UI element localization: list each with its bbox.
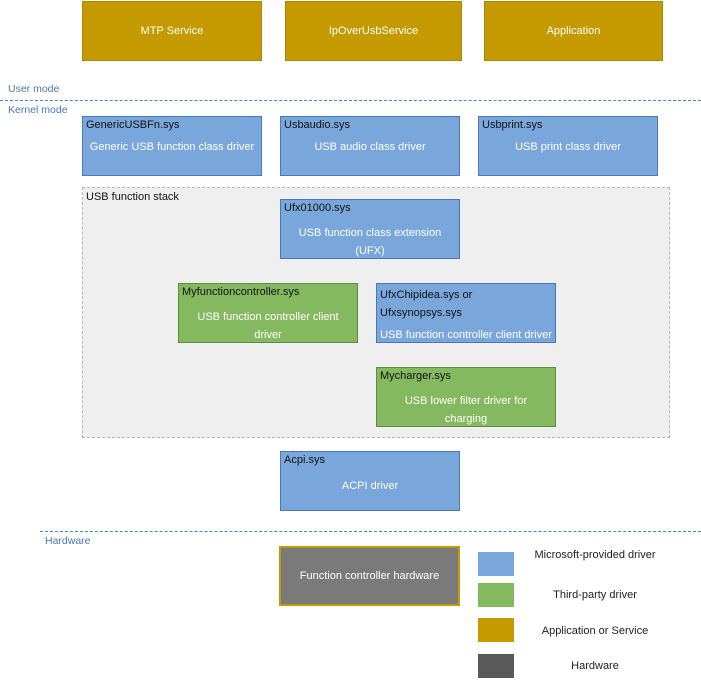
legend-label-third-party: Third-party driver	[553, 589, 637, 601]
genericusbfn-desc: Generic USB function class driver	[89, 141, 255, 153]
ufxchipidea-desc: USB function controller client driver	[380, 329, 552, 341]
legend-label-hardware: Hardware	[571, 660, 619, 672]
ufx01000-title: Ufx01000.sys	[284, 202, 351, 214]
acpi-driver-box: Acpi.sys ACPI driver	[280, 451, 460, 511]
mtp-service-label: MTP Service	[140, 25, 204, 37]
mtp-service-box: MTP Service	[82, 1, 262, 61]
application-label: Application	[546, 25, 601, 37]
legend-label-application: Application or Service	[541, 625, 649, 637]
usbaudio-desc: USB audio class driver	[314, 141, 426, 153]
ipoverusb-service-label: IpOverUsbService	[328, 25, 419, 37]
mycharger-driver-box: Mycharger.sys USB lower filter driver fo…	[376, 367, 556, 427]
ufx01000-desc: USB function class extension (UFX)	[298, 227, 442, 257]
kernel-hardware-divider	[40, 531, 701, 532]
acpi-desc: ACPI driver	[341, 480, 399, 492]
usbprint-driver-box: Usbprint.sys USB print class driver	[478, 116, 658, 176]
legend: Microsoft-provided driver Third-party dr…	[470, 540, 701, 682]
function-controller-hardware-label: Function controller hardware	[299, 570, 440, 582]
myfunctioncontroller-driver-box: Myfunctioncontroller.sys USB function co…	[178, 283, 358, 343]
application-box: Application	[484, 1, 663, 61]
function-controller-hardware-box: Function controller hardware	[279, 546, 460, 606]
usbaudio-driver-box: Usbaudio.sys USB audio class driver	[280, 116, 460, 176]
legend-swatch-microsoft	[478, 552, 514, 576]
ufx01000-driver-box: Ufx01000.sys USB function class extensio…	[280, 199, 460, 259]
usbprint-title: Usbprint.sys	[482, 119, 543, 131]
legend-swatch-third-party	[478, 583, 514, 607]
legend-label-microsoft: Microsoft-provided driver	[534, 549, 656, 561]
myfunctioncontroller-title: Myfunctioncontroller.sys	[182, 286, 300, 298]
hardware-mode-label: Hardware	[45, 535, 91, 547]
myfunctioncontroller-desc: USB function controller client driver	[197, 311, 339, 341]
kernel-mode-label: Kernel mode	[8, 104, 68, 116]
usbprint-desc: USB print class driver	[515, 141, 621, 153]
ufxchipidea-title: UfxChipidea.sys or Ufxsynopsys.sys	[380, 289, 473, 319]
genericusbfn-driver-box: GenericUSBFn.sys Generic USB function cl…	[82, 116, 262, 176]
acpi-title: Acpi.sys	[284, 454, 325, 466]
ipoverusb-service-box: IpOverUsbService	[285, 1, 462, 61]
ufxchipidea-driver-box: UfxChipidea.sys or Ufxsynopsys.sys USB f…	[376, 283, 556, 343]
usb-function-stack-label: USB function stack	[86, 191, 179, 203]
user-kernel-divider	[0, 100, 701, 101]
legend-swatch-application	[478, 618, 514, 642]
genericusbfn-title: GenericUSBFn.sys	[86, 119, 180, 131]
user-mode-label: User mode	[8, 83, 60, 95]
mycharger-title: Mycharger.sys	[380, 370, 451, 382]
legend-swatch-hardware	[478, 654, 514, 678]
usbaudio-title: Usbaudio.sys	[284, 119, 351, 131]
mycharger-desc: USB lower filter driver for charging	[404, 395, 528, 425]
